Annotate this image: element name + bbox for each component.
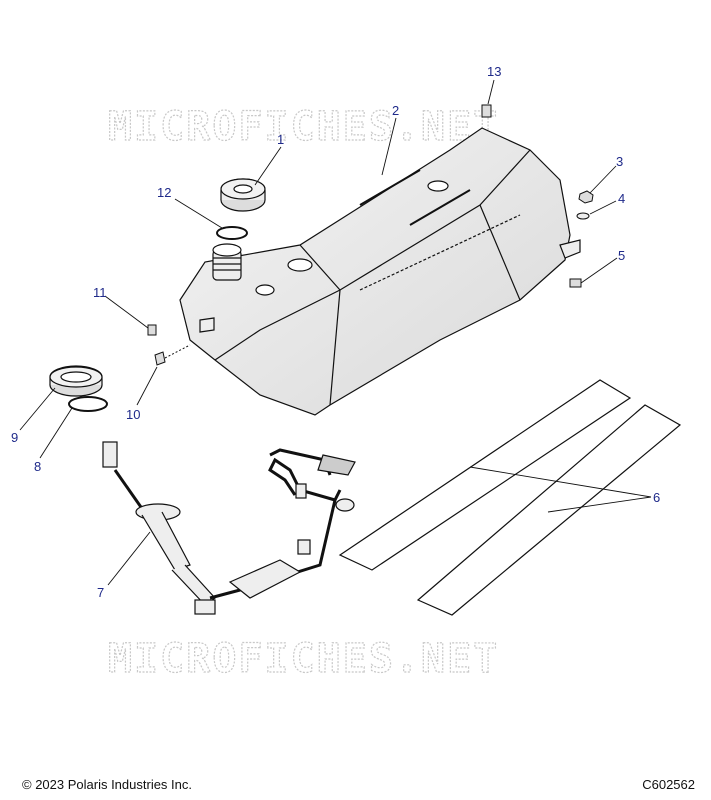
part-13-clip [481, 104, 492, 118]
o-ring [216, 226, 248, 240]
callout-5[interactable]: 5 [618, 248, 625, 263]
pad-upper [338, 379, 632, 571]
fitting [154, 351, 166, 366]
watermark-top: MICROFICHES.NET [108, 104, 499, 150]
fuel-pump-assembly [102, 441, 356, 615]
callout-8[interactable]: 8 [34, 459, 41, 474]
callout-7[interactable]: 7 [97, 585, 104, 600]
callout-6[interactable]: 6 [653, 490, 660, 505]
copyright-text: © 2023 Polaris Industries Inc. [22, 777, 192, 792]
watermark-bottom: MICROFICHES.NET [108, 636, 499, 682]
gasket [68, 396, 108, 412]
callout-2[interactable]: 2 [392, 103, 399, 118]
callout-1[interactable]: 1 [277, 132, 284, 147]
callout-13[interactable]: 13 [487, 64, 501, 79]
callout-9[interactable]: 9 [11, 430, 18, 445]
leader-lines [19, 79, 652, 586]
callout-12[interactable]: 12 [157, 185, 171, 200]
callout-10[interactable]: 10 [126, 407, 140, 422]
callout-4[interactable]: 4 [618, 191, 625, 206]
fuel-cap [220, 178, 266, 212]
washer [576, 212, 590, 220]
document-number: C602562 [642, 777, 695, 792]
fuel-tank [179, 127, 581, 416]
pad-lower [416, 404, 682, 616]
nut [578, 190, 594, 204]
callout-11[interactable]: 11 [93, 285, 107, 300]
callout-3[interactable]: 3 [616, 154, 623, 169]
lock-ring [49, 365, 103, 397]
grommet [569, 278, 582, 288]
bolt [147, 324, 157, 336]
